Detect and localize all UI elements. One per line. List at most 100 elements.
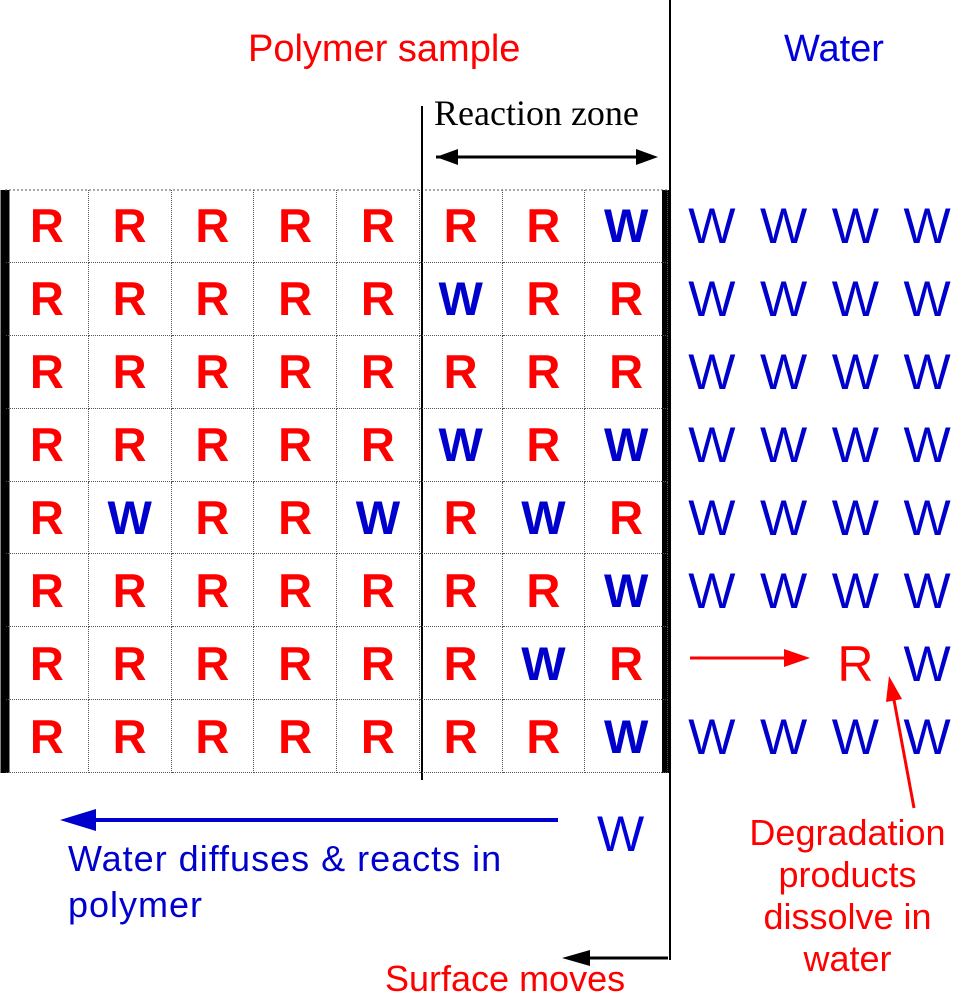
water-molecule: W (903, 708, 951, 765)
water-molecule: W (760, 271, 808, 328)
polymer-cell: W (585, 554, 668, 628)
polymer-cell: R (6, 408, 89, 482)
polymer-cell: R (6, 481, 89, 555)
polymer-cell: R (171, 700, 255, 773)
reaction-zone-arrow (436, 149, 658, 165)
polymer-cell: R (337, 408, 420, 482)
polymer-cell: R (254, 190, 337, 263)
water-molecule: W (831, 562, 879, 619)
polymer-cell: R (171, 554, 255, 628)
polymer-cell: W (585, 700, 668, 773)
polymer-cell: R (419, 554, 503, 628)
water-molecule: W (903, 489, 951, 546)
water-molecule: W (903, 417, 951, 474)
degradation-caption-line3: dissolve in (763, 896, 932, 937)
polymer-cell: R (419, 481, 503, 555)
polymer-cell: R (254, 335, 337, 409)
diffuse-caption-line1: Water diffuses & reacts in (68, 838, 503, 879)
polymer-cell: R (171, 262, 255, 336)
polymer-cell: W (585, 190, 668, 263)
water-molecule (748, 627, 820, 700)
polymer-cell: R (6, 700, 89, 773)
polymer-cell: R (419, 627, 503, 701)
polymer-cell: R (254, 700, 337, 773)
polymer-cell: R (337, 627, 420, 701)
water-molecule (676, 627, 748, 700)
water-molecule: W (831, 708, 879, 765)
polymer-cell: R (502, 190, 586, 263)
polymer-cell: R (171, 627, 255, 701)
polymer-cell: R (6, 190, 89, 263)
polymer-cell: R (171, 481, 255, 555)
surface-moves-caption: Surface moves (385, 958, 626, 999)
polymer-cell: R (254, 408, 337, 482)
water-molecule: W (688, 417, 736, 474)
polymer-cell: R (254, 627, 337, 701)
water-molecule: W (760, 489, 808, 546)
polymer-cell: R (419, 335, 503, 409)
polymer-cell: R (254, 262, 337, 336)
polymer-sample-title: Polymer sample (248, 28, 521, 70)
polymer-cell: R (502, 408, 586, 482)
water-molecule: W (903, 271, 951, 328)
polymer-cell: W (419, 262, 503, 336)
polymer-cell: R (171, 190, 255, 263)
water-molecule: W (831, 198, 879, 255)
water-molecule: W (688, 562, 736, 619)
polymer-cell: W (88, 481, 172, 555)
polymer-cell: R (6, 554, 89, 628)
degradation-caption: Degradation products dissolve in water (735, 812, 960, 980)
polymer-cell: W (419, 408, 503, 482)
polymer-cell: R (585, 335, 668, 409)
degradation-caption-line4: water (803, 938, 892, 979)
surface-moves-arrow (562, 950, 668, 966)
water-molecule: W (831, 417, 879, 474)
polymer-cell: R (88, 554, 172, 628)
water-molecule: W (903, 344, 951, 401)
water-molecule: W (760, 198, 808, 255)
water-molecule: W (831, 489, 879, 546)
polymer-cell: R (502, 335, 586, 409)
water-molecule: W (760, 344, 808, 401)
polymer-cell: R (88, 700, 172, 773)
polymer-cell: R (419, 190, 503, 263)
water-diffuses-arrow (60, 809, 558, 831)
polymer-cell: R (502, 554, 586, 628)
polymer-cell: R (88, 262, 172, 336)
water-molecule: W (903, 198, 951, 255)
degradation-caption-line2: products (778, 854, 917, 895)
water-molecule: W (688, 344, 736, 401)
polymer-cell: R (254, 481, 337, 555)
polymer-cell: R (419, 700, 503, 773)
water-molecule: W (831, 344, 879, 401)
polymer-cell: R (6, 262, 89, 336)
water-molecule: W (831, 271, 879, 328)
polymer-cell: R (171, 335, 255, 409)
polymer-cell: R (88, 335, 172, 409)
polymer-cell: R (585, 481, 668, 555)
water-molecule: W (688, 271, 736, 328)
degradation-pointer-arrow (886, 676, 916, 809)
dissolve-arrow (690, 649, 810, 667)
reaction-zone-label: Reaction zone (434, 93, 639, 133)
polymer-cell: R (6, 335, 89, 409)
polymer-cell: R (88, 627, 172, 701)
water-molecule: W (903, 562, 951, 619)
polymer-cell: R (88, 190, 172, 263)
polymer-cell: R (502, 262, 586, 336)
polymer-cell: R (337, 190, 420, 263)
dissolved-product: R (837, 635, 874, 692)
water-molecule: W (760, 417, 808, 474)
polymer-cell: R (585, 262, 668, 336)
water-molecule: W (688, 198, 736, 255)
water-molecule: W (688, 708, 736, 765)
water-molecule: W (760, 708, 808, 765)
polymer-cell: W (337, 481, 420, 555)
polymer-cell: R (171, 408, 255, 482)
polymer-cell: W (585, 408, 668, 482)
polymer-cell: R (337, 262, 420, 336)
polymer-cell: R (585, 627, 668, 701)
